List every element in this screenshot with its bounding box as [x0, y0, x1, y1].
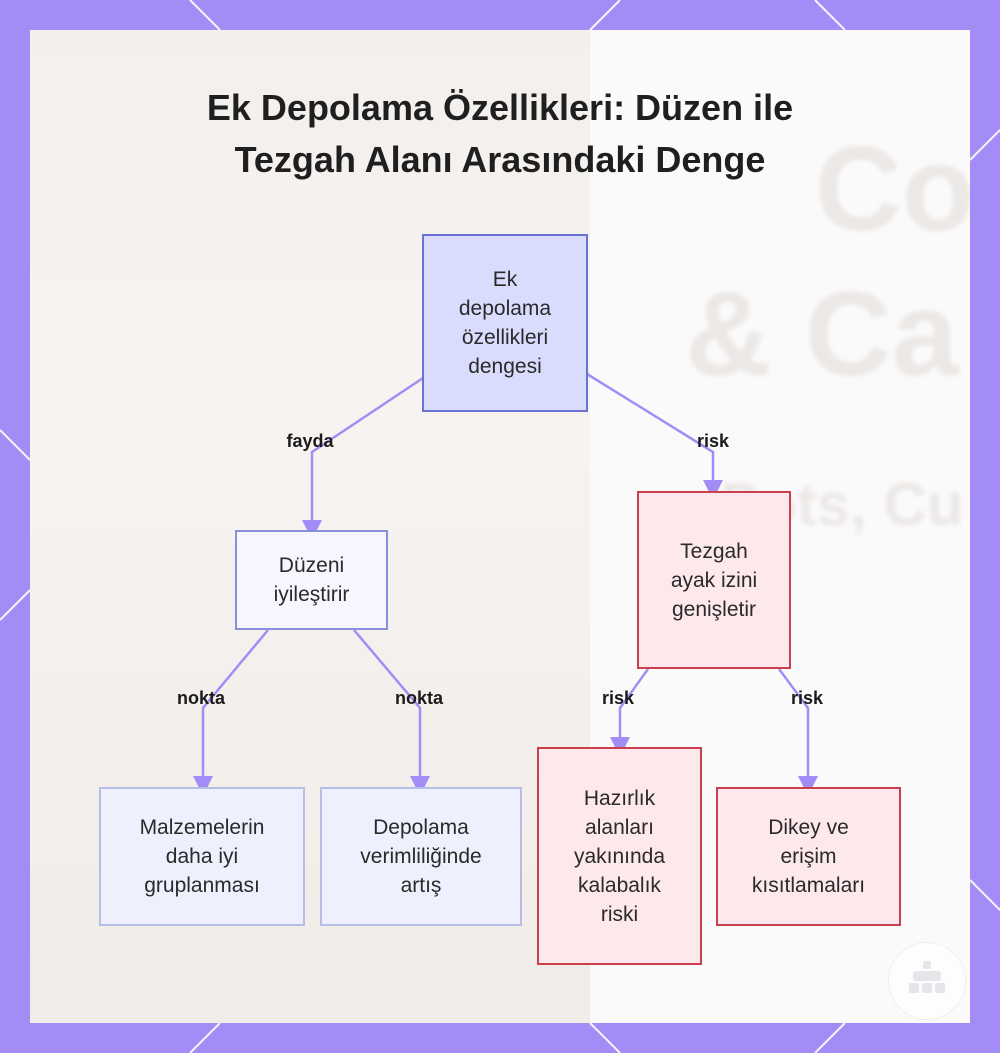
node-text: Malzemelerin — [139, 816, 265, 839]
node-text: erişim — [780, 845, 837, 868]
node-efficiency: Depolama verimliliğinde artış — [320, 787, 522, 926]
node-root: Ek depolama özellikleri dengesi — [422, 234, 588, 412]
edge-label-risk: risk — [696, 431, 730, 451]
edge-order-efficiency — [353, 629, 430, 796]
node-footprint: Tezgah ayak izini genişletir — [637, 491, 791, 669]
edge-footprint-access — [777, 668, 818, 796]
node-access: Dikey ve erişim kısıtlamaları — [716, 787, 901, 926]
background-text: & Ca — [685, 267, 959, 401]
node-text: genişletir — [671, 597, 757, 621]
node-text: depolama — [458, 297, 552, 320]
node-text: Düzeni — [278, 554, 345, 577]
edge-label-risk: risk — [790, 688, 824, 708]
node-crowding: Hazırlık alanları yakınında kalabalık ri… — [537, 747, 702, 965]
background-text: Co — [815, 122, 970, 256]
logo-watermark — [888, 942, 966, 1020]
edge-footprint-crowding — [610, 668, 650, 757]
edge-order-grouping — [193, 629, 269, 796]
title-line-1: Ek Depolama Özellikleri: Düzen ile — [206, 87, 794, 128]
node-text: kalabalık — [578, 873, 661, 897]
node-text: Tezgah — [680, 539, 748, 563]
node-text: dengesi — [468, 355, 542, 378]
node-text: Ek — [492, 268, 518, 291]
node-text: kısıtlamaları — [751, 874, 866, 897]
node-text: Hazırlık — [583, 786, 656, 810]
node-text: daha iyi — [165, 845, 239, 868]
node-order: Düzeni iyileştirir — [235, 530, 388, 630]
node-text: Depolama — [373, 816, 469, 839]
node-text: özellikleri — [461, 326, 549, 349]
node-text: alanları — [585, 815, 654, 839]
node-text: verimliliğinde — [360, 845, 482, 868]
kitchen-icon — [909, 961, 945, 993]
node-text: Dikey ve — [768, 816, 849, 839]
edge-root-order — [302, 376, 424, 540]
edge-root-footprint — [586, 372, 723, 500]
node-text: gruplanması — [144, 874, 260, 897]
node-text: riski — [600, 902, 639, 926]
node-text: yakınında — [573, 844, 666, 868]
edge-label-point: nokta — [394, 688, 444, 708]
node-text: ayak izini — [670, 568, 758, 592]
node-text: artış — [400, 874, 442, 897]
node-text: iyileştirir — [273, 583, 350, 606]
node-grouping: Malzemelerin daha iyi gruplanması — [99, 787, 305, 926]
edge-label-risk: risk — [601, 688, 635, 708]
diagram-title: Ek Depolama Özellikleri: Düzen ile Tezga… — [0, 82, 1000, 186]
edge-label-point: nokta — [176, 688, 226, 708]
title-line-2: Tezgah Alanı Arasındaki Denge — [234, 139, 766, 181]
edge-label-benefit: fayda — [286, 431, 334, 451]
